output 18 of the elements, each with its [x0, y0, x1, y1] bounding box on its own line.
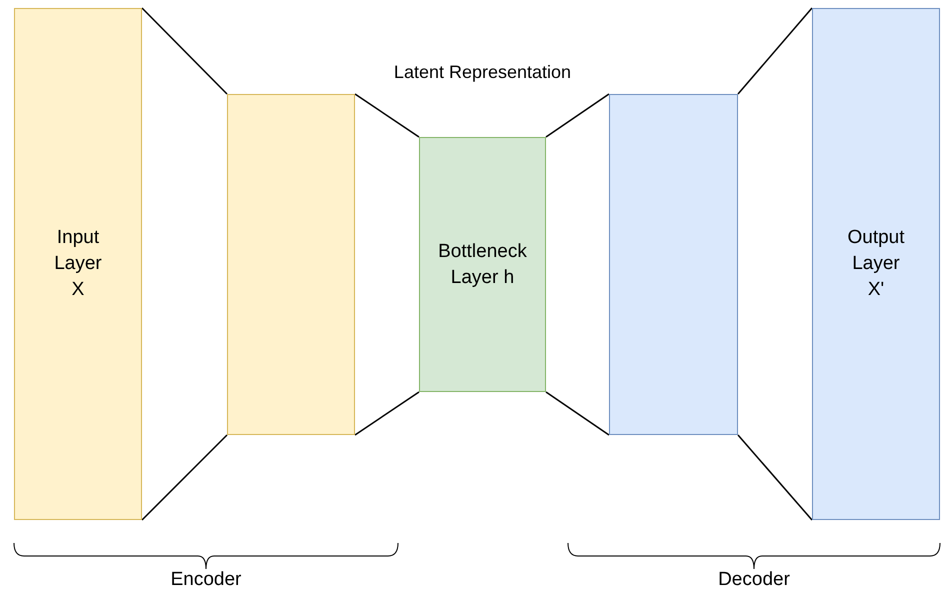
layer-label: Output Layer X'	[847, 226, 905, 302]
connector-line	[546, 93, 610, 138]
layer-box	[227, 94, 355, 435]
connector-line	[141, 7, 228, 95]
connector-line	[737, 434, 813, 520]
annotation-text: Latent Representation	[394, 61, 572, 84]
group-label: Decoder	[718, 568, 790, 592]
connector-line	[546, 391, 610, 436]
connector-line	[141, 434, 228, 521]
connector-line	[354, 391, 420, 436]
layer-label: Input Layer X	[54, 226, 102, 302]
connector-line	[354, 93, 420, 138]
layer-box	[14, 8, 142, 520]
layer-label: Bottleneck Layer h	[438, 240, 527, 290]
connector-line	[737, 8, 813, 94]
layer-box	[812, 8, 940, 520]
layer-box	[609, 94, 738, 435]
group-label: Encoder	[170, 568, 242, 592]
